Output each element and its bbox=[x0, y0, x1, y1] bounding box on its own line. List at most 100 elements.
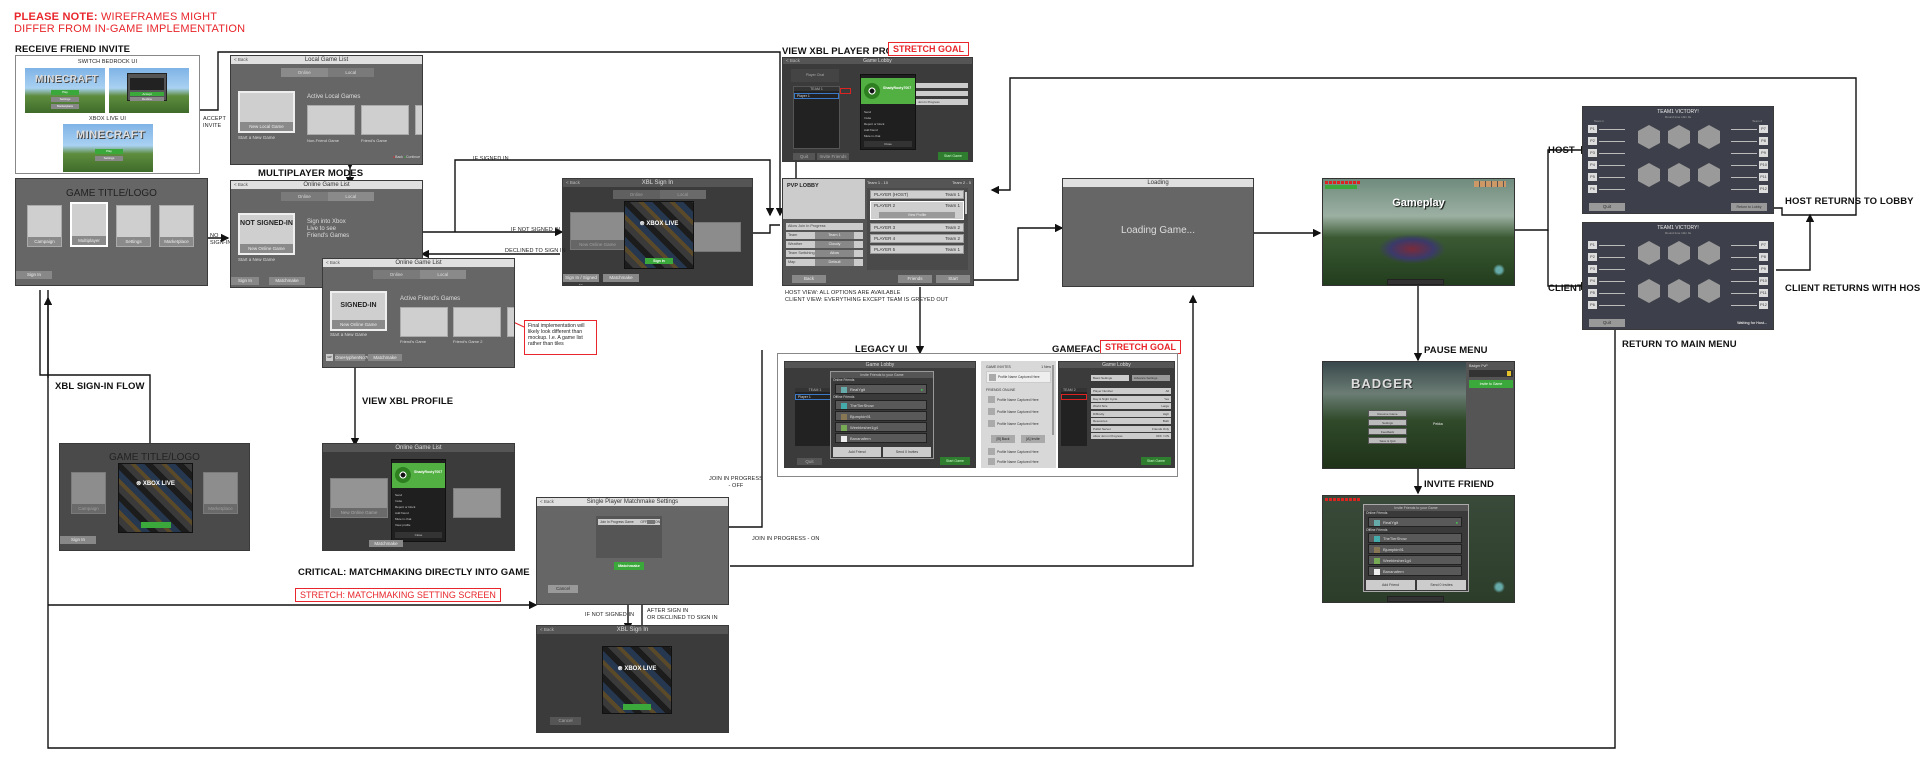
back-button[interactable]: [B] Back bbox=[991, 435, 1015, 443]
friend-row-online[interactable]: RealYgit● bbox=[1368, 517, 1462, 527]
profile-close-button[interactable]: Close bbox=[395, 532, 442, 538]
matchmake-button[interactable]: Matchmake bbox=[369, 540, 403, 547]
view-profile-button[interactable]: View Profile bbox=[879, 212, 955, 218]
matchmake-button[interactable]: Matchmake bbox=[269, 277, 305, 285]
send-invites-button[interactable]: Send 0 Invites bbox=[883, 447, 931, 457]
tab-local[interactable]: Local bbox=[327, 68, 374, 77]
settings-button[interactable]: Settings bbox=[51, 97, 79, 102]
settings-button[interactable]: Settings bbox=[1368, 419, 1407, 426]
scrollbar[interactable] bbox=[1052, 365, 1054, 435]
friend-card[interactable]: Profile Name Captured Here bbox=[986, 419, 1051, 429]
option-team-value[interactable]: Team 1 bbox=[815, 232, 854, 239]
new-online-game-tile[interactable]: NOT SIGNED-IN New Online Game bbox=[238, 213, 295, 255]
matchmake-button[interactable]: Matchmake bbox=[614, 562, 644, 570]
back-link[interactable]: < Back bbox=[234, 182, 248, 187]
friend-card[interactable]: Profile Name Captured Here bbox=[986, 448, 1051, 456]
decline-button[interactable]: Decline bbox=[130, 97, 164, 101]
start-game-button[interactable]: Start Game bbox=[1141, 457, 1171, 465]
friend-row[interactable]: Bananafern bbox=[1368, 566, 1462, 576]
feedback-button[interactable]: Feedback bbox=[1368, 428, 1407, 435]
option-map-value[interactable]: Default bbox=[815, 259, 854, 266]
start-game-button[interactable]: Start Game bbox=[938, 152, 968, 160]
game-tile-friend-2[interactable] bbox=[453, 307, 501, 337]
play-button-2[interactable]: Play bbox=[95, 149, 123, 154]
tile-settings[interactable]: Settings bbox=[116, 205, 151, 247]
xbl-sign-in-confirm[interactable]: Sign in bbox=[645, 258, 673, 264]
hotbar[interactable] bbox=[1387, 279, 1444, 285]
matchmake-button[interactable]: Matchmake bbox=[368, 354, 402, 361]
menu-mute[interactable]: Mute in chat bbox=[864, 134, 881, 138]
accept-button[interactable]: Accept bbox=[130, 92, 164, 96]
tab-online[interactable]: Online bbox=[281, 68, 328, 77]
add-friend-button[interactable]: Add Friend bbox=[1366, 580, 1415, 590]
game-tile-partial[interactable] bbox=[415, 105, 422, 135]
save-quit-button[interactable]: Save & Quit bbox=[1368, 437, 1407, 444]
hotbar[interactable] bbox=[1387, 596, 1444, 602]
sign-in-button[interactable]: Sign In bbox=[60, 536, 96, 544]
game-tile-non-friend[interactable] bbox=[307, 105, 355, 135]
dpad-icon[interactable] bbox=[1492, 263, 1506, 277]
gamertag-button[interactable]: OneHyphenNo7007 bbox=[335, 354, 375, 361]
advance-settings-tab[interactable]: Advance Settings bbox=[1132, 375, 1170, 381]
menu-mute[interactable]: Mute in chat bbox=[395, 517, 412, 521]
menu-send[interactable]: Send bbox=[395, 493, 403, 497]
sign-in-signed-in-button[interactable]: Sign In / Signed In bbox=[563, 274, 599, 285]
back-link[interactable]: < Back bbox=[786, 58, 800, 63]
invite-to-game-button[interactable]: Invite to Game bbox=[1469, 380, 1513, 388]
menu-invite[interactable]: Invite bbox=[395, 499, 403, 503]
new-online-game-tile[interactable]: New Online Game bbox=[330, 478, 388, 518]
back-link[interactable]: < Back bbox=[540, 499, 554, 504]
friend-card[interactable]: Profile Name Captured Here bbox=[986, 407, 1051, 417]
start-game-button[interactable]: Start Game bbox=[940, 457, 970, 465]
game-tile-partial[interactable] bbox=[507, 307, 514, 337]
back-link[interactable]: < Back bbox=[540, 627, 554, 632]
tile-marketplace[interactable]: Marketplace bbox=[203, 472, 238, 514]
start-button[interactable]: Start bbox=[936, 275, 970, 283]
menu-invite[interactable]: Invite bbox=[864, 116, 872, 120]
friend-row-online[interactable]: RealYgit● bbox=[835, 384, 927, 394]
friend-row[interactable]: Bjumpkin91 bbox=[835, 411, 927, 421]
quit-button[interactable]: Quit bbox=[793, 153, 815, 160]
matchmake-button[interactable]: Matchmake bbox=[603, 274, 639, 282]
menu-send[interactable]: Send bbox=[864, 110, 872, 114]
scrollbar[interactable] bbox=[965, 192, 967, 214]
cancel-button[interactable]: Cancel bbox=[550, 717, 581, 725]
dpad-icon[interactable] bbox=[1492, 580, 1506, 594]
friend-card[interactable]: Profile Name Captured Here bbox=[986, 458, 1051, 466]
xbl-sign-in-confirm[interactable] bbox=[141, 522, 171, 528]
game-tile-friend-2[interactable] bbox=[693, 222, 741, 252]
option-weather-value[interactable]: Cloudy bbox=[815, 241, 854, 248]
friend-card[interactable]: Profile Name Captured Here bbox=[986, 395, 1051, 405]
return-to-lobby-button[interactable]: Return to Lobby bbox=[1731, 203, 1767, 211]
tab-online[interactable]: Online bbox=[373, 270, 420, 279]
selected-player[interactable] bbox=[840, 88, 851, 94]
tab-online[interactable]: Online bbox=[281, 192, 328, 201]
tile-campaign[interactable]: Campaign bbox=[71, 472, 106, 514]
new-local-game-tile[interactable]: New Local Game bbox=[238, 91, 295, 133]
invite-friends-button[interactable]: Invite Friends bbox=[817, 153, 849, 160]
cancel-button[interactable]: Cancel bbox=[548, 585, 578, 593]
send-invites-button[interactable]: Send 0 Invites bbox=[1417, 580, 1466, 590]
team2-selected-row[interactable] bbox=[1061, 394, 1087, 400]
quit-button[interactable]: Quit bbox=[797, 458, 822, 465]
sign-in-button[interactable]: Sign In bbox=[231, 277, 259, 285]
gamerpic-avatar[interactable]: GP bbox=[326, 354, 333, 361]
tab-local[interactable]: Local bbox=[419, 270, 466, 279]
sign-in-button[interactable]: Sign In bbox=[16, 271, 52, 279]
marketplace-button[interactable]: Marketplace bbox=[51, 104, 79, 109]
tab-online[interactable]: Online bbox=[613, 190, 660, 199]
player-chat[interactable]: Player Chat bbox=[791, 69, 839, 82]
back-link[interactable]: < Back bbox=[566, 180, 580, 185]
friend-row[interactable]: Weeblesher1g4 bbox=[1368, 555, 1462, 565]
